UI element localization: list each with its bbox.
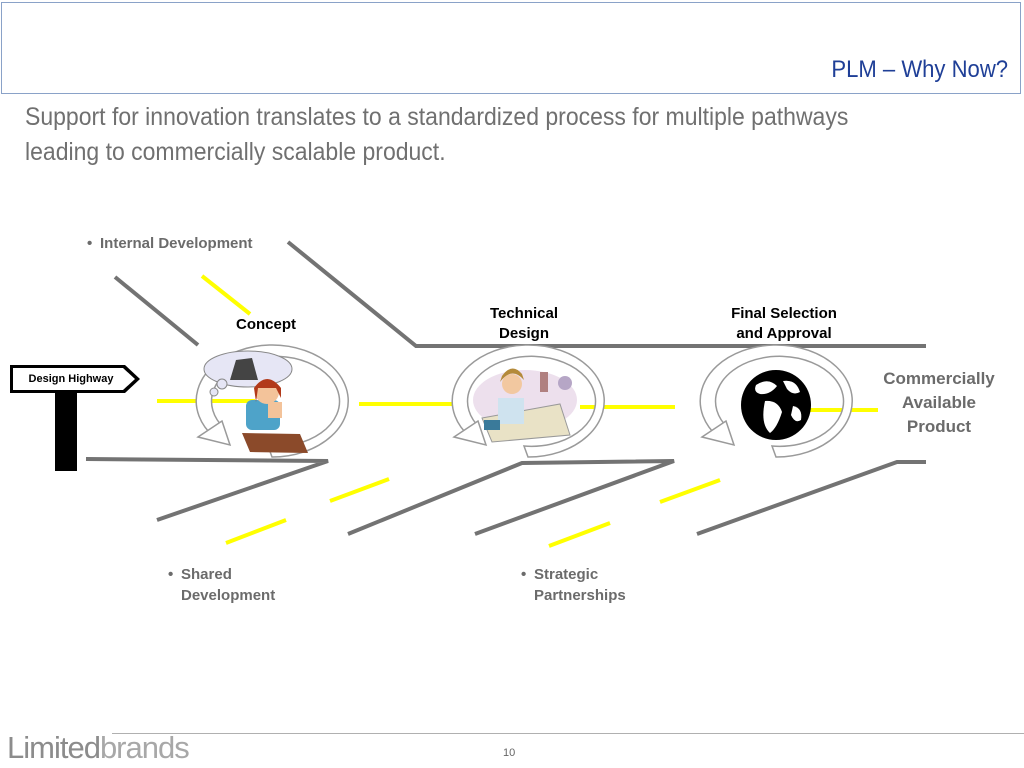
bullet-dot: • [521, 566, 527, 583]
design-highway-sign [10, 365, 140, 471]
stage-label-line: and Approval [736, 325, 832, 342]
title-bar [1, 2, 1021, 94]
footer-divider [112, 733, 1024, 734]
globe-icon [741, 370, 811, 440]
technical-design-drafting-clipart [473, 368, 577, 443]
stage-label-line: Design [498, 325, 549, 342]
bullet-dot: • [87, 235, 93, 252]
pathway-line: Internal Development [100, 235, 253, 252]
pathway-line: Shared [181, 566, 232, 583]
lane-mark [200, 274, 252, 316]
outcome-line: Product [906, 417, 972, 436]
pathway-internal-development: • Internal Development [87, 233, 253, 254]
stage-label-concept: Concept [236, 316, 296, 333]
pathway-shared-development: • Shared Development [168, 564, 276, 606]
concept-woman-thinking-clipart [203, 350, 308, 453]
sign-post [55, 389, 77, 471]
road-edge-lower-middle [347, 459, 675, 536]
lane-mark [225, 518, 287, 545]
lane-mark [329, 477, 390, 503]
road-edge-lower-right [696, 460, 926, 536]
sign-label: Design Highway [28, 373, 114, 385]
logo-part: brands [99, 730, 190, 765]
limited-brands-logo: Limitedbrands [7, 730, 190, 766]
bullet-dot: • [168, 566, 174, 583]
stage-label-line: Technical [489, 305, 559, 322]
lane-mark [548, 521, 611, 548]
outcome-line: Available [901, 393, 977, 412]
page-number: 10 [503, 747, 516, 759]
outcome-commercially-available-product: Commercially Available Product [868, 367, 1010, 439]
road-edge-upper [286, 240, 926, 348]
stage-label-technical-design: Technical Design [462, 304, 586, 344]
road-lines [85, 240, 926, 536]
logo-part: Limited [7, 730, 101, 765]
road-edge-upper-left [113, 275, 200, 347]
page-title: PLM – Why Now? [831, 56, 1008, 83]
stage-label-line: Final Selection [731, 305, 837, 322]
cycle-arrow-technical [451, 344, 605, 458]
slide-subtitle: Support for innovation translates to a s… [25, 103, 849, 166]
cycle-arrow-final [699, 344, 853, 458]
lane-mark [659, 478, 721, 504]
pathway-line: Partnerships [534, 587, 626, 604]
pathway-line: Strategic [534, 566, 599, 583]
pathway-line: Development [181, 587, 276, 604]
stage-label-final-selection: Final Selection and Approval [708, 304, 860, 344]
road-edge-lower-left [85, 457, 329, 522]
outcome-line: Commercially [883, 369, 995, 388]
pathway-strategic-partnerships: • Strategic Partnerships [521, 564, 626, 606]
